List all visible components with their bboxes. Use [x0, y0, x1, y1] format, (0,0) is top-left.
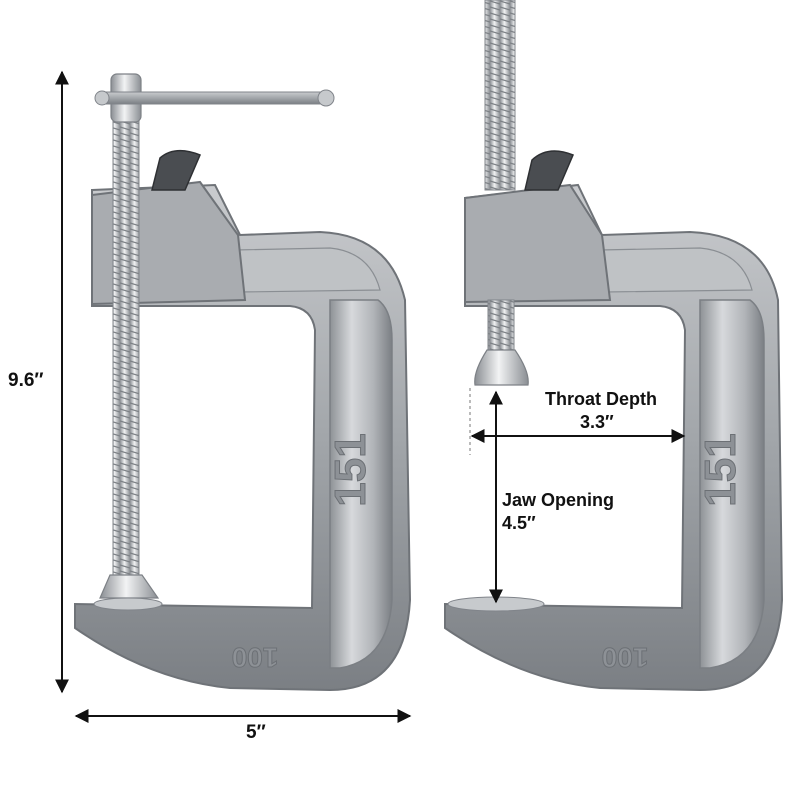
left-clamp-t-handle [97, 91, 327, 105]
left-clamp: 151 100 [74, 73, 412, 692]
left-clamp-frame [74, 183, 412, 692]
overall-height-label: 9.6″ [8, 370, 44, 391]
left-clamp-upright-mark: 151 [326, 433, 375, 506]
left-clamp-swivel-pad [99, 574, 160, 599]
left-clamp-base-mark: 100 [232, 642, 279, 673]
throat-depth-title: Throat Depth [545, 389, 657, 409]
left-clamp-screw [112, 119, 140, 581]
left-clamp-anvil [93, 597, 163, 611]
left-clamp-upright-rib [329, 299, 393, 669]
left-clamp-handle-end-left [94, 90, 110, 106]
right-clamp-base-mark: 100 [602, 642, 649, 673]
right-clamp-arm-rib [599, 247, 753, 293]
left-clamp-lock-lever [151, 149, 201, 191]
jaw-opening-title: Jaw Opening [502, 490, 615, 510]
overall-width-label: 5″ [246, 722, 266, 743]
right-clamp: 151 100 [444, 0, 784, 692]
right-clamp-screw-lower [487, 299, 515, 351]
right-clamp-upright-rib [699, 299, 765, 669]
right-clamp-lock-lever [524, 150, 574, 191]
right-clamp-screw-block [464, 183, 612, 304]
left-clamp-arm-rib [234, 247, 381, 293]
right-clamp-swivel-pad [474, 349, 529, 386]
right-clamp-screw [484, 0, 516, 191]
dimension-lines [55, 70, 686, 723]
jaw-opening-value: 4.5″ [502, 513, 536, 533]
right-clamp-frame [444, 183, 784, 692]
left-clamp-handle-end-right [317, 89, 335, 107]
throat-depth-value: 3.3″ [580, 412, 614, 432]
right-clamp-upright-mark: 151 [696, 433, 745, 506]
